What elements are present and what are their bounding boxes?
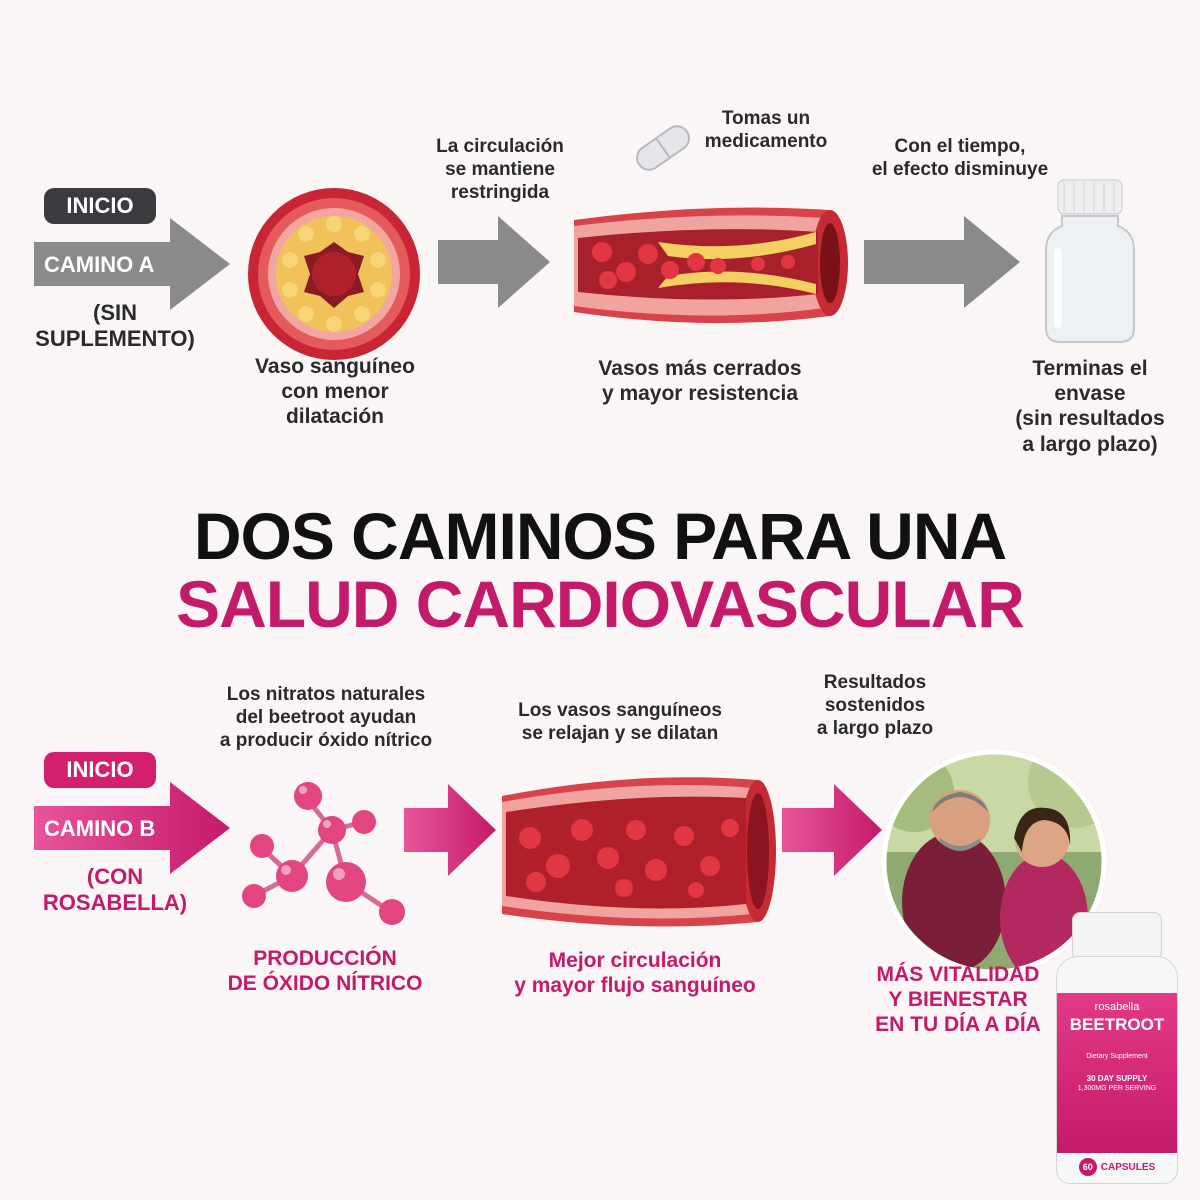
bottle-cap	[1072, 912, 1162, 960]
note-b1: Los nitratos naturales del beetroot ayud…	[219, 684, 433, 751]
product-dose: 1,300MG PER SERVING	[1077, 1085, 1157, 1092]
path-b-label: CAMINO B	[44, 816, 156, 841]
step-b3-caption: MÁS VITALIDAD Y BIENESTAR EN TU DÍA A DÍ…	[875, 963, 1041, 1037]
arrow-a1-icon	[438, 216, 550, 308]
bottle-label: rosabella BEETROOT Dietary Supplement 30…	[1057, 993, 1177, 1153]
note-a1: La circulación se mantiene restringida	[436, 136, 564, 203]
arrow-b1-icon	[404, 784, 496, 876]
step-a2-caption: Vasos más cerrados y mayor resistencia	[598, 357, 802, 406]
dilated-vessel-icon	[502, 777, 776, 927]
vessel-cross-section-icon	[248, 188, 420, 360]
start-badge-a: INICIO	[44, 188, 156, 224]
pill-icon	[636, 125, 690, 171]
path-a-subtitle: (SIN SUPLEMENTO)	[35, 300, 195, 352]
note-a3: Con el tiempo, el efecto disminuye	[871, 136, 1049, 180]
note-a2: Tomas un medicamento	[704, 108, 828, 152]
note-b2: Los vasos sanguíneos se relajan y se dil…	[518, 700, 722, 744]
narrowed-vessel-icon	[574, 207, 848, 324]
path-a-arrow-icon	[34, 218, 230, 310]
main-title-line-1: DOS CAMINOS PARA UNA	[193, 499, 1007, 573]
arrow-a2-icon	[864, 216, 1020, 308]
arrow-b2-icon	[782, 784, 882, 876]
molecule-icon	[242, 782, 405, 925]
product-count-row: 60 CAPSULES	[1057, 1155, 1177, 1179]
path-a-label: CAMINO A	[44, 252, 155, 277]
empty-bottle-icon	[1045, 179, 1135, 343]
step-a3-caption: Terminas el envase (sin resultados a lar…	[1015, 357, 1165, 456]
product-name: BEETROOT	[1069, 1015, 1165, 1034]
product-brand: rosabella	[1094, 1001, 1140, 1013]
bottle-body: rosabella BEETROOT Dietary Supplement 30…	[1056, 956, 1178, 1184]
note-b3: Resultados sostenidos a largo plazo	[816, 672, 934, 739]
path-b-subtitle: (CON ROSABELLA)	[42, 864, 188, 916]
product-bottle: rosabella BEETROOT Dietary Supplement 30…	[1052, 912, 1180, 1184]
step-b2-caption: Mejor circulación y mayor flujo sanguíne…	[514, 949, 756, 998]
product-unit: CAPSULES	[1100, 1161, 1156, 1173]
main-title-line-2: SALUD CARDIOVASCULAR	[176, 567, 1025, 641]
product-subtitle: Dietary Supplement	[1086, 1053, 1148, 1060]
path-b-arrow-icon	[34, 782, 230, 874]
product-count: 60	[1078, 1158, 1097, 1176]
healthy-couple-photo-icon	[874, 742, 1114, 982]
step-b1-caption: PRODUCCIÓN DE ÓXIDO NÍTRICO	[227, 947, 423, 996]
product-supply: 30 DAY SUPPLY	[1086, 1074, 1148, 1083]
step-a1-caption: Vaso sanguíneo con menor dilatación	[255, 355, 415, 429]
start-badge-b: INICIO	[44, 752, 156, 788]
